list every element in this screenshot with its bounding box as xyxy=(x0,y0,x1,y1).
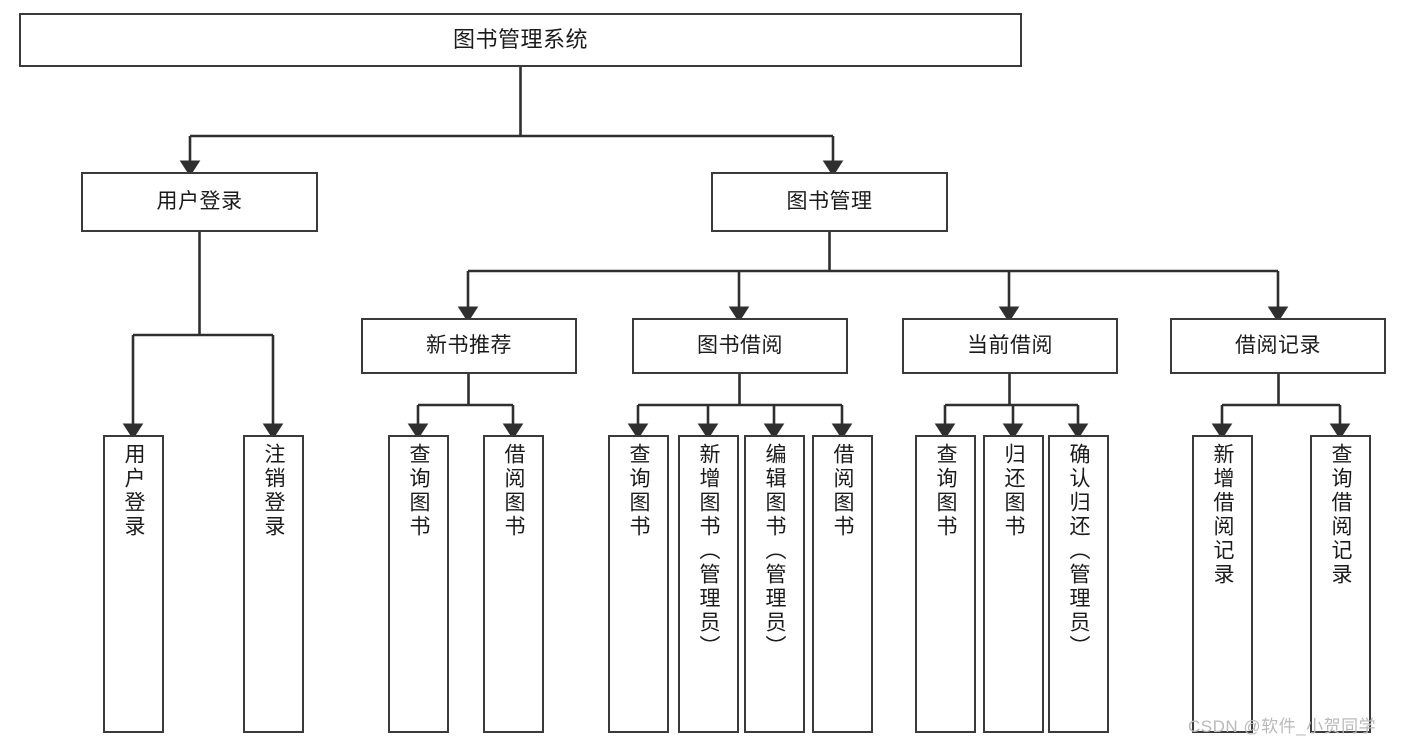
node-label: 借阅图书 xyxy=(502,443,525,539)
node-label: 确认归还（管理员） xyxy=(1067,443,1090,659)
leaf-logout[interactable]: 注销登录 xyxy=(243,435,304,733)
node-book-borrow[interactable]: 图书借阅 xyxy=(632,318,848,374)
node-user-login[interactable]: 用户登录 xyxy=(81,172,318,232)
node-label: 注销登录 xyxy=(262,443,285,539)
node-label: 当前借阅 xyxy=(967,334,1053,358)
leaf-borrow-book-recommend[interactable]: 借阅图书 xyxy=(483,435,544,733)
node-label: 查询图书 xyxy=(407,443,430,539)
leaf-return-book[interactable]: 归还图书 xyxy=(983,435,1044,733)
node-label: 归还图书 xyxy=(1002,443,1025,539)
node-label: 图书管理 xyxy=(786,190,873,214)
node-label: 新增图书（管理员） xyxy=(697,443,720,659)
node-label: 借阅图书 xyxy=(831,443,854,539)
node-label: 用户登录 xyxy=(122,443,145,539)
leaf-query-book-borrow[interactable]: 查询图书 xyxy=(608,435,669,733)
leaf-edit-book-admin[interactable]: 编辑图书（管理员） xyxy=(744,435,805,733)
node-label: 编辑图书（管理员） xyxy=(763,443,786,659)
node-new-book-recommend[interactable]: 新书推荐 xyxy=(361,318,577,374)
node-label: 借阅记录 xyxy=(1235,334,1321,358)
leaf-query-book-recommend[interactable]: 查询图书 xyxy=(388,435,449,733)
node-label: 查询借阅记录 xyxy=(1329,443,1352,587)
node-label: 图书借阅 xyxy=(697,334,783,358)
leaf-user-login[interactable]: 用户登录 xyxy=(103,435,164,733)
leaf-add-book-admin[interactable]: 新增图书（管理员） xyxy=(678,435,739,733)
node-label: 用户登录 xyxy=(156,190,243,214)
node-label: 图书管理系统 xyxy=(452,26,588,52)
node-label: 查询图书 xyxy=(934,443,957,539)
node-label: 新书推荐 xyxy=(426,334,512,358)
node-borrow-record[interactable]: 借阅记录 xyxy=(1170,318,1386,374)
leaf-borrow-book[interactable]: 借阅图书 xyxy=(812,435,873,733)
leaf-query-book-current[interactable]: 查询图书 xyxy=(915,435,976,733)
leaf-query-borrow-record[interactable]: 查询借阅记录 xyxy=(1310,435,1371,733)
leaf-confirm-return-admin[interactable]: 确认归还（管理员） xyxy=(1048,435,1109,733)
node-root-system[interactable]: 图书管理系统 xyxy=(19,13,1022,67)
leaf-add-borrow-record[interactable]: 新增借阅记录 xyxy=(1192,435,1253,733)
node-label: 新增借阅记录 xyxy=(1211,443,1234,587)
node-current-borrow[interactable]: 当前借阅 xyxy=(902,318,1118,374)
node-book-manage[interactable]: 图书管理 xyxy=(711,172,948,232)
csdn-watermark: CSDN @软件_小贺同学 xyxy=(1188,717,1377,736)
node-label: 查询图书 xyxy=(627,443,650,539)
